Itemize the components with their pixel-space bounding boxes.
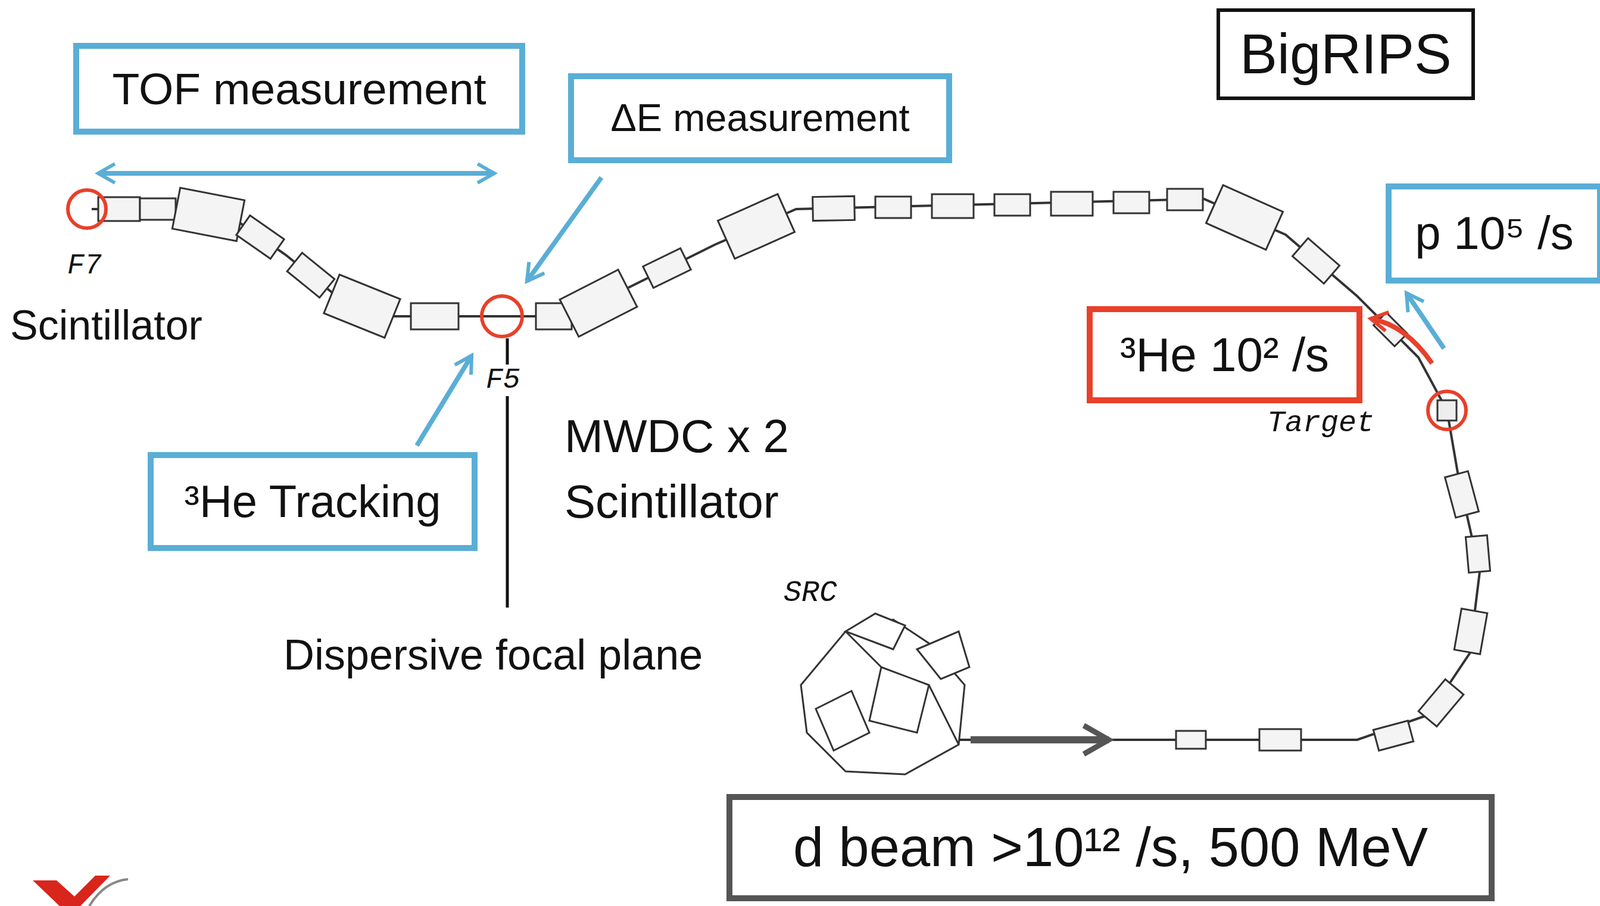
box-label: d beam >10¹² /s, 500 MeV [793, 815, 1428, 879]
part-label: Scintillator [10, 302, 203, 349]
station-label: Target [1267, 406, 1375, 440]
station-label: F5 [483, 364, 523, 396]
title-box: BigRIPS [1216, 8, 1475, 101]
measurement-box: ³He Tracking [147, 451, 478, 551]
box-label: ³He Tracking [184, 475, 442, 527]
rate-box: p 10⁵ /s [1385, 183, 1600, 284]
beam-box: d beam >10¹² /s, 500 MeV [726, 793, 1495, 901]
part-label: Scintillator [564, 476, 779, 528]
beam-direction-arrow [970, 735, 1109, 744]
part-label: MWDC x 2 [564, 410, 789, 463]
box-label: p 10⁵ /s [1414, 206, 1574, 261]
tof-range-arrow [98, 170, 495, 176]
leader-arrow [416, 355, 472, 446]
station-label: SRC [783, 576, 838, 610]
detector-marker [67, 189, 1467, 430]
station-label: F7 [67, 250, 102, 282]
src-cyclotron [800, 613, 970, 775]
target-block [1437, 400, 1457, 421]
box-label: BigRIPS [1239, 22, 1452, 87]
beam-pipe [91, 198, 1480, 740]
part-label: Dispersive focal plane [283, 631, 703, 679]
logo-mark [32, 875, 129, 906]
helium-arrow [1370, 318, 1433, 364]
measurement-box: TOF measurement [73, 42, 526, 135]
leader-arrow [526, 177, 602, 282]
measurement-box: ΔE measurement [568, 73, 953, 164]
rate-box: ³He 10² /s [1086, 306, 1363, 404]
box-label: TOF measurement [112, 63, 487, 115]
magnet-blocks [98, 185, 1491, 751]
box-label: ³He 10² /s [1120, 327, 1330, 383]
box-label: ΔE measurement [610, 95, 910, 141]
